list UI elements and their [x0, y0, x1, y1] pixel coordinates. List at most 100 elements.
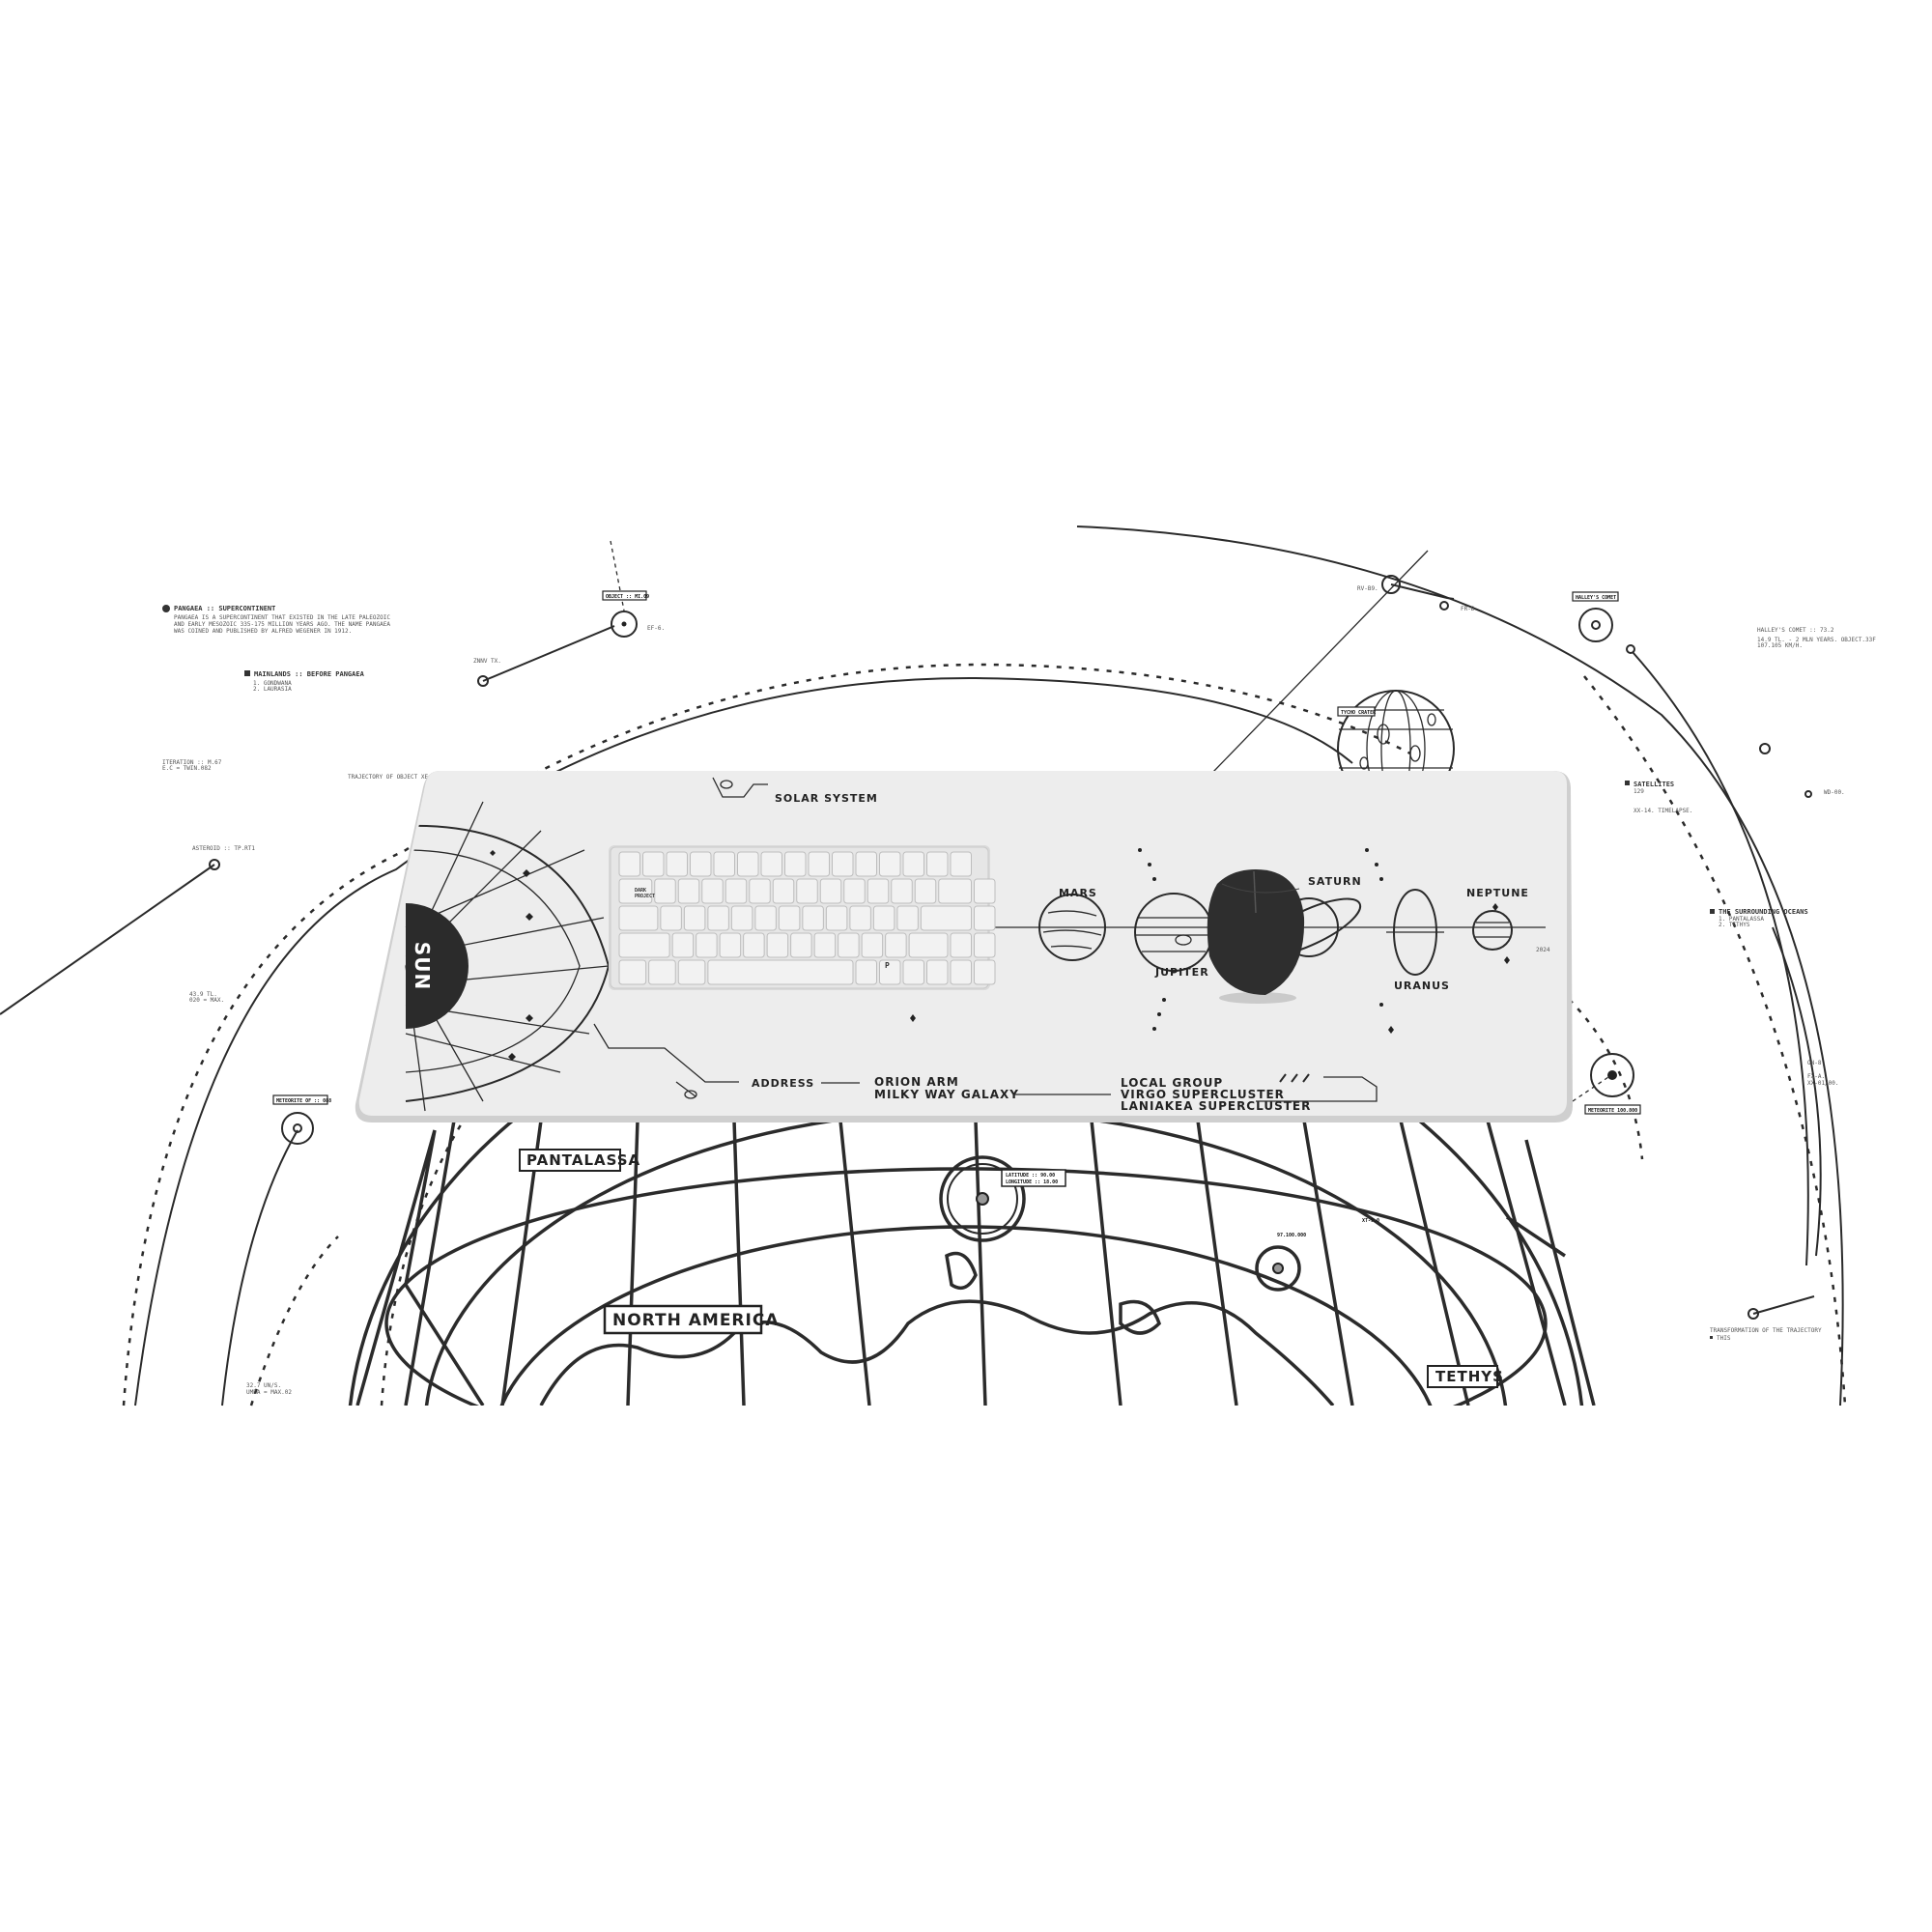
keycap[interactable] [867, 878, 890, 904]
keycap[interactable] [696, 932, 718, 958]
keycap[interactable] [730, 905, 753, 931]
keycap[interactable] [908, 932, 949, 958]
keycap[interactable] [618, 905, 659, 931]
keycap[interactable] [754, 905, 777, 931]
svg-text:HALLEY'S COMET: HALLEY'S COMET [1576, 595, 1616, 601]
keycap[interactable] [825, 905, 848, 931]
keycap[interactable] [974, 878, 996, 904]
keycap[interactable] [843, 878, 866, 904]
keycap[interactable] [808, 851, 830, 877]
mouse[interactable] [1207, 869, 1305, 1004]
svg-text:FR-D.: FR-D. [1461, 606, 1478, 612]
svg-text:MAINLANDS :: BEFORE PANGAEA: MAINLANDS :: BEFORE PANGAEA [254, 670, 365, 678]
keycap[interactable] [737, 851, 759, 877]
svg-text:TRANSFORMATION OF THE TRAJECTO: TRANSFORMATION OF THE TRAJECTORY [1710, 1327, 1822, 1334]
svg-text:1. PANTALASSA: 1. PANTALASSA [1719, 916, 1764, 923]
tethys-label: TETHYS [1435, 1368, 1504, 1385]
svg-text:32.7 UN/S.: 32.7 UN/S. [246, 1382, 281, 1389]
keycap[interactable] [666, 851, 688, 877]
planet-label-mars: MARS [1059, 887, 1097, 899]
keycap[interactable] [677, 959, 706, 985]
keycap[interactable] [690, 851, 712, 877]
keycap[interactable] [671, 932, 695, 958]
keycap[interactable] [790, 932, 812, 958]
keycap[interactable] [974, 932, 996, 958]
keycap[interactable] [719, 932, 742, 958]
keycap[interactable] [683, 905, 706, 931]
keycap[interactable] [654, 878, 676, 904]
keycap[interactable] [772, 878, 795, 904]
keycap[interactable] [749, 878, 771, 904]
keycap[interactable] [713, 851, 735, 877]
keycap[interactable] [813, 932, 837, 958]
keycap[interactable] [926, 959, 949, 985]
keycap[interactable] [618, 851, 640, 877]
keycap[interactable] [926, 851, 949, 877]
svg-text:AND EARLY MESOZOIC 335-175 MIL: AND EARLY MESOZOIC 335-175 MILLION YEARS… [174, 621, 390, 628]
planet-neptune-icon [1472, 910, 1513, 951]
keycap[interactable] [974, 959, 996, 985]
svg-text:2024: 2024 [1536, 947, 1550, 953]
keycap[interactable] [778, 905, 801, 931]
keycap[interactable] [896, 905, 919, 931]
keycap[interactable] [950, 959, 972, 985]
keycap[interactable] [677, 878, 700, 904]
svg-text:HALLEY'S COMET :: 73.2: HALLEY'S COMET :: 73.2 [1757, 627, 1834, 634]
keycap[interactable] [724, 878, 748, 904]
keycap[interactable] [819, 878, 842, 904]
keycap[interactable] [950, 932, 972, 958]
svg-text:2. TETHYS: 2. TETHYS [1719, 922, 1750, 928]
key-p-label: P [885, 961, 890, 970]
planet-mars-icon [1038, 894, 1106, 961]
keycap[interactable] [891, 878, 913, 904]
svg-text:PANGAEA IS A SUPERCONTINENT TH: PANGAEA IS A SUPERCONTINENT THAT EXISTED… [174, 614, 390, 621]
planet-label-uranus: URANUS [1394, 980, 1450, 992]
keycap[interactable] [701, 878, 724, 904]
keycap[interactable] [648, 959, 676, 985]
keycap[interactable] [707, 959, 854, 985]
keycap[interactable] [743, 932, 765, 958]
asteroid-line [0, 864, 215, 1015]
middle-dashed-orbit [122, 663, 1411, 1406]
keycap[interactable] [920, 905, 972, 931]
keyboard[interactable]: DARK PROJECT P [609, 845, 996, 990]
keycap[interactable] [849, 905, 871, 931]
lat-long-tag [1001, 1169, 1066, 1187]
svg-text:ORION ARM: ORION ARM [874, 1075, 959, 1089]
keycap[interactable] [618, 878, 653, 904]
keycap[interactable] [902, 959, 924, 985]
keycap[interactable] [618, 959, 647, 985]
keycap[interactable] [861, 932, 884, 958]
svg-text:RV-B9.: RV-B9. [1357, 585, 1378, 592]
pantalassa-label: PANTALASSA [526, 1151, 640, 1169]
svg-text:XX-14. TIMELAPSE.: XX-14. TIMELAPSE. [1634, 808, 1692, 814]
keycap[interactable] [885, 932, 907, 958]
keycap[interactable] [914, 878, 937, 904]
keycap[interactable] [872, 905, 895, 931]
keycap[interactable] [855, 959, 877, 985]
keycap[interactable] [879, 959, 901, 985]
keycap[interactable] [707, 905, 729, 931]
sun-label: SUN [411, 942, 434, 990]
keycap[interactable] [618, 932, 670, 958]
keycap[interactable] [855, 851, 877, 877]
keycap[interactable] [879, 851, 901, 877]
keycap[interactable] [802, 905, 824, 931]
svg-text:METEORITE 100.800: METEORITE 100.800 [1588, 1108, 1637, 1114]
keycap[interactable] [660, 905, 682, 931]
keycap[interactable] [902, 851, 924, 877]
right-notes: RV-B9. FR-D. HALLEY'S COMET HALLEY'S COM… [1337, 585, 1876, 1342]
planet-label-jupiter: JUPITER [1154, 966, 1209, 979]
keycap[interactable] [938, 878, 972, 904]
svg-text:129: 129 [1634, 788, 1644, 795]
keycap[interactable] [796, 878, 818, 904]
keycap[interactable] [974, 905, 996, 931]
keycap[interactable] [838, 932, 860, 958]
keycap[interactable] [950, 851, 972, 877]
svg-text:EF-6.: EF-6. [647, 625, 665, 632]
keycap[interactable] [766, 932, 789, 958]
keycap[interactable] [784, 851, 807, 877]
keycap[interactable] [832, 851, 854, 877]
keycap[interactable] [642, 851, 665, 877]
keycap[interactable] [760, 851, 782, 877]
